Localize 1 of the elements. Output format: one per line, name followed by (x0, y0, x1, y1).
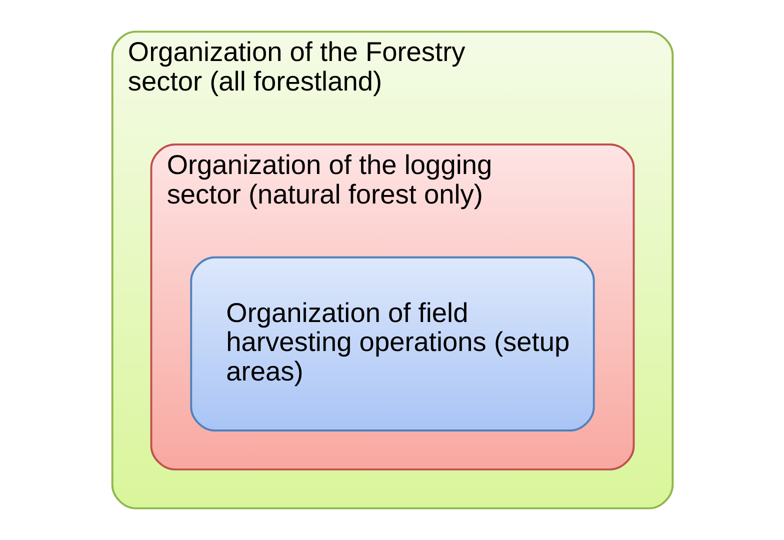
node-box: Organization of field harvesting operations (setup areas) (190, 256, 594, 432)
